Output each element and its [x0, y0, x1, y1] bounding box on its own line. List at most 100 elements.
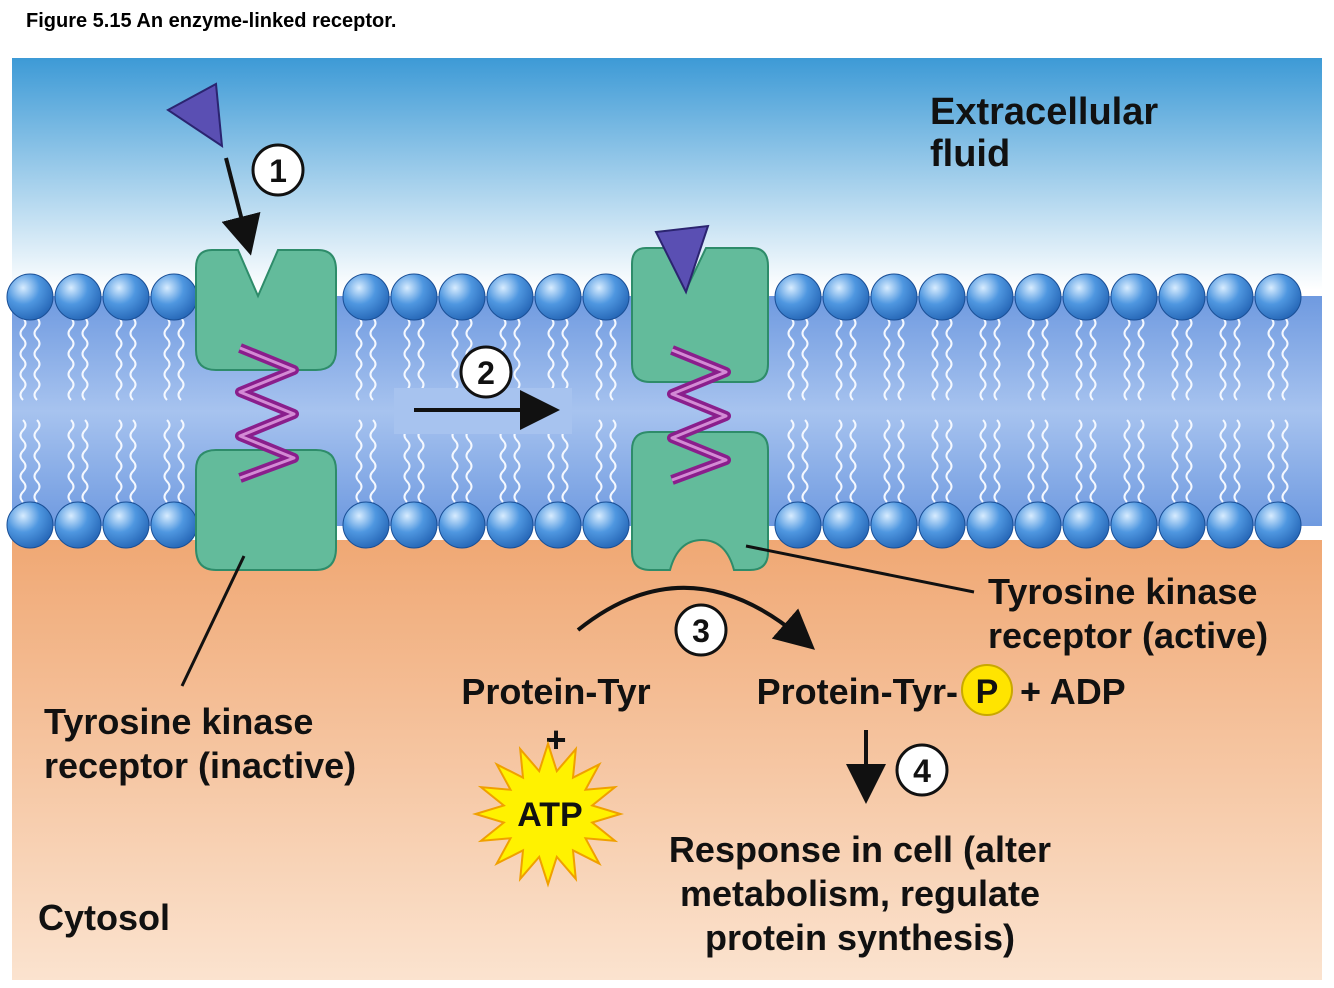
adp-label: + ADP — [1020, 671, 1126, 712]
lipid-tail — [609, 419, 617, 503]
phospholipid-heads — [6, 273, 1302, 549]
phospholipid-head-icon — [6, 273, 54, 321]
step-badge-3: 3 — [674, 603, 728, 657]
lipid-tail — [67, 419, 75, 503]
phospholipid-head-icon — [1206, 273, 1254, 321]
phospholipid-head-icon — [342, 273, 390, 321]
lipid-tail — [1233, 317, 1241, 401]
phospholipid-head-icon — [102, 501, 150, 549]
receptor-active-top — [631, 247, 769, 383]
receptor-active — [631, 247, 769, 571]
product-label: Protein-Tyr- — [757, 671, 958, 712]
receptor-inactive — [195, 249, 337, 571]
lipid-tail — [1281, 317, 1289, 401]
lipid-tail — [115, 419, 123, 503]
lipid-tail — [1027, 419, 1035, 503]
step-number-4: 4 — [913, 753, 931, 789]
lipid-tail — [595, 419, 603, 503]
phospholipid-head-icon — [390, 273, 438, 321]
phospholipid-head-icon — [342, 501, 390, 549]
lipid-tail — [835, 419, 843, 503]
lipid-tail — [177, 419, 185, 503]
phospholipid-head-icon — [150, 501, 198, 549]
phospholipid-head-icon — [1062, 273, 1110, 321]
lipid-tail — [513, 317, 521, 401]
phospholipid-head-icon — [1206, 501, 1254, 549]
lipid-tail — [1041, 419, 1049, 503]
lipid-tail — [369, 419, 377, 503]
response-line-2: metabolism, regulate — [680, 873, 1040, 914]
phospholipid-head-icon — [1014, 501, 1062, 549]
lipid-tail — [33, 317, 41, 401]
phospholipid-head-icon — [534, 273, 582, 321]
lipid-tail — [177, 317, 185, 401]
lipid-tail — [787, 419, 795, 503]
phospholipid-head-icon — [822, 273, 870, 321]
receptor-active-label-line-1: Tyrosine kinase — [988, 571, 1257, 612]
phosphate-label: P — [976, 673, 999, 711]
extracellular-label-line-1: Extracellular — [930, 91, 1158, 133]
leader-line-inactive — [180, 555, 246, 687]
lipid-tail — [1089, 317, 1097, 401]
phospholipid-head-icon — [54, 273, 102, 321]
atp-label: ATP — [517, 796, 582, 834]
lipid-tail — [1219, 317, 1227, 401]
phospholipid-head-icon — [1158, 273, 1206, 321]
lipid-tail — [945, 317, 953, 401]
lipid-tail — [19, 419, 27, 503]
step-badge-1: 1 — [251, 143, 305, 197]
lipid-tail — [801, 317, 809, 401]
phospholipid-head-icon — [6, 501, 54, 549]
phospholipid-head-icon — [774, 273, 822, 321]
phospholipid-head-icon — [1062, 501, 1110, 549]
phospholipid-head-icon — [822, 501, 870, 549]
step-1-arrow — [221, 157, 261, 256]
lipid-tail — [595, 317, 603, 401]
phospholipid-head-icon — [438, 273, 486, 321]
phospholipid-head-icon — [966, 501, 1014, 549]
phospholipid-head-icon — [1254, 501, 1302, 549]
cytosol-region — [12, 540, 1322, 980]
lipid-tail — [33, 419, 41, 503]
phospholipid-head-icon — [390, 501, 438, 549]
lipid-tail — [931, 419, 939, 503]
lipid-tail — [417, 317, 425, 401]
receptor-inactive-label-line-2: receptor (inactive) — [44, 745, 356, 786]
lipid-tail — [1171, 317, 1179, 401]
lipid-tail — [1185, 419, 1193, 503]
lipid-tail — [993, 419, 1001, 503]
lipid-tail — [19, 317, 27, 401]
step-number-3: 3 — [692, 613, 710, 649]
lipid-tail — [897, 419, 905, 503]
lipid-tail — [355, 419, 363, 503]
step-3-arrow — [576, 585, 816, 650]
ligand-bound-icon — [654, 224, 710, 295]
lipid-tail — [1137, 317, 1145, 401]
phospholipid-head-icon — [1158, 501, 1206, 549]
lipid-tail — [369, 317, 377, 401]
atp-starburst-icon: ATP — [472, 740, 624, 888]
lipid-tail — [451, 317, 459, 401]
lipid-tail — [883, 419, 891, 503]
lipid-tail — [1267, 317, 1275, 401]
lipid-tail — [609, 317, 617, 401]
lipid-tail — [1267, 419, 1275, 503]
lipid-tail — [1041, 317, 1049, 401]
lipid-tail — [163, 317, 171, 401]
lipid-tail — [801, 419, 809, 503]
phospholipid-head-icon — [102, 273, 150, 321]
lipid-tail — [81, 317, 89, 401]
receptor-active-label-line-2: receptor (active) — [988, 615, 1268, 656]
lipid-tail — [883, 317, 891, 401]
lipid-tail — [1123, 419, 1131, 503]
phospholipid-head-icon — [1014, 273, 1062, 321]
substrate-label: Protein-Tyr — [461, 671, 650, 712]
phospholipid-head-icon — [486, 501, 534, 549]
phospholipid-head-icon — [150, 273, 198, 321]
lipid-tail — [129, 419, 137, 503]
receptor-active-bottom — [631, 431, 769, 571]
extracellular-label-line-2: fluid — [930, 133, 1010, 175]
lipid-tail — [849, 317, 857, 401]
step-number-2: 2 — [477, 355, 495, 391]
